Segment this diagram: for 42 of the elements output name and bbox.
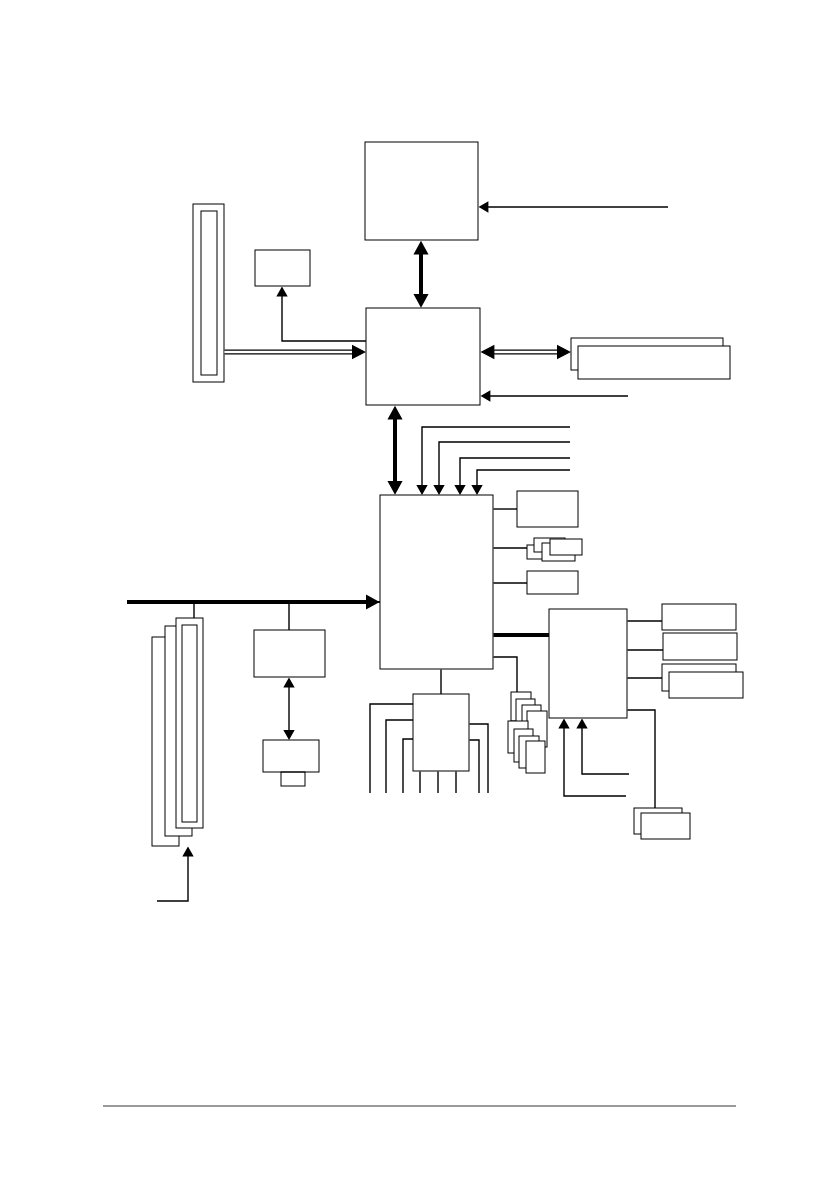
connector-line	[419, 770, 421, 794]
block-box	[661, 603, 737, 631]
stacked-boxes-drawing	[507, 691, 548, 774]
connector-line	[468, 723, 489, 794]
arrow	[433, 441, 571, 495]
slots-drawing	[151, 617, 204, 847]
connector-line	[492, 547, 528, 549]
connector-line	[288, 601, 381, 631]
block-box	[379, 494, 494, 670]
block-box	[662, 632, 738, 661]
block-box	[364, 141, 479, 241]
stacked-boxes-drawing	[526, 537, 583, 562]
connector-line	[437, 770, 439, 794]
connector-line	[385, 719, 414, 794]
connector-line	[626, 649, 664, 651]
arrow	[471, 469, 571, 495]
arrow	[454, 457, 571, 495]
block-box	[548, 608, 628, 719]
block-box	[254, 249, 311, 287]
block-box	[253, 629, 326, 678]
connector-line	[626, 677, 663, 679]
connector-line	[455, 770, 457, 794]
stacked-boxes-drawing	[633, 807, 691, 840]
block-box	[412, 693, 470, 772]
block-box	[365, 307, 481, 406]
connector-line	[492, 582, 528, 584]
connector-drawing	[262, 739, 320, 787]
stacked-boxes-drawing	[661, 663, 744, 699]
block-box	[526, 570, 579, 595]
connector-line	[493, 633, 549, 637]
connector-line	[468, 739, 480, 794]
connector-line	[402, 738, 414, 794]
block-box	[516, 490, 579, 528]
arrow	[416, 426, 571, 495]
connector-line	[492, 656, 518, 693]
slot-drawing	[192, 203, 225, 383]
stacked-boxes-drawing	[570, 337, 731, 380]
connector-line	[440, 668, 442, 695]
connector-line	[626, 620, 663, 622]
connector-line	[369, 703, 414, 794]
connector-line	[492, 508, 518, 510]
connector-line	[626, 709, 656, 809]
